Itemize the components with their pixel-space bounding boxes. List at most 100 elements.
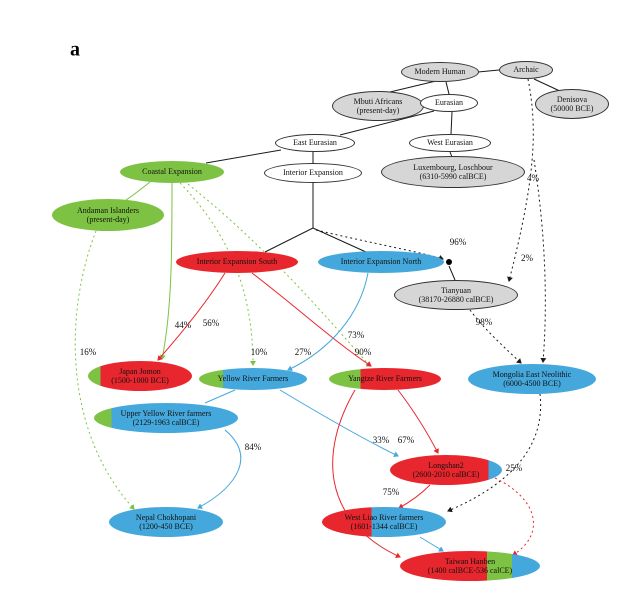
edge-percentage-label: 90% (354, 347, 372, 357)
node-label: (2129-1963 calBCE) (132, 418, 200, 427)
panel-label: a (70, 38, 80, 61)
edge-yangtze-to-hanben (332, 389, 401, 559)
node-label: Japan Jomon (119, 366, 161, 376)
edge-percentage-label: 10% (250, 347, 268, 357)
node-modern-human: Modern Human (401, 62, 479, 82)
edge-coastal-to-yellow-10 (179, 182, 256, 366)
edge-percentage-label: 98% (475, 317, 493, 327)
edge-yangtze-to-longshan-67 (397, 389, 439, 454)
edge-percentage-label: 25% (505, 463, 523, 473)
node-longshan2: Longshan2(2600-2010 calBCE) (390, 455, 502, 485)
admixture-dot (446, 259, 452, 265)
node-label: Interior Expansion (283, 168, 343, 178)
edge-longshan-to-westliao-75 (398, 484, 431, 509)
node-label: Eurasian (435, 98, 463, 108)
edge-north-to-yellow-90 (287, 272, 369, 371)
node-label: (50000 BCE) (550, 104, 594, 113)
edge-percentage-label: 67% (397, 435, 415, 445)
node-label: Upper Yellow River farmers (120, 408, 212, 418)
edge-westliao-to-hanben (419, 536, 444, 552)
edge-group (74, 69, 563, 559)
edge-eurasian-to-east-eurasian (339, 110, 435, 136)
edge-percentage-label: 44% (174, 320, 192, 330)
edge-percentage-label: 96% (449, 237, 467, 247)
node-label: (2600-2010 calBCE) (412, 470, 480, 479)
node-label: Longshan2 (428, 460, 464, 470)
node-yangtze-river-farmers: Yangtze River Farmers (329, 368, 441, 390)
node-label: Archaic (513, 65, 539, 75)
edge-eurasian-to-west-eurasian (450, 111, 453, 135)
node-label: Denisova (556, 94, 588, 104)
edge-percentage-label: 4% (527, 173, 539, 183)
node-label: (1601-1344 calBCE) (350, 522, 418, 531)
edge-coastal-to-jomon-44 (159, 182, 173, 360)
node-label: Yellow River Farmers (217, 374, 289, 384)
node-label: Mbuti Africans (353, 96, 403, 106)
edge-percentage-label: 84% (244, 442, 262, 452)
edge-modern-human-to-eurasian (445, 81, 450, 95)
edge-east-eurasian-to-coastal (205, 149, 282, 164)
node-mongolia-east-neolithic: Mongolia East Neolithic(6000-4500 BCE) (468, 364, 596, 394)
edge-dot-to-tianyuan (448, 265, 456, 281)
edge-interior-to-south (264, 227, 314, 253)
edge-yellow-to-longshan-33 (279, 389, 399, 457)
node-eurasian: Eurasian (420, 94, 478, 112)
node-mbuti-africans: Mbuti Africans(present-day) (332, 91, 424, 121)
edge-percentage-label: 75% (382, 487, 400, 497)
node-upper-yellow-river-farmers: Upper Yellow River farmers(2129-1963 cal… (94, 403, 238, 433)
node-japan-jomon: Japan Jomon(1500-1000 BCE) (88, 361, 192, 391)
node-interior-expansion-north: Interior Expansion North (318, 251, 444, 273)
edge-south-to-jomon-56 (157, 272, 226, 361)
edge-coastal-to-nepal-16 (74, 230, 135, 510)
node-luxembourg-loschbour: Luxembourg, Loschbour(6310-5990 calBCE) (381, 156, 525, 188)
node-archaic: Archaic (499, 61, 553, 79)
edge-percentage-label: 56% (202, 318, 220, 328)
node-east-eurasian: East Eurasian (275, 134, 355, 152)
node-label: Luxembourg, Loschbour (413, 162, 493, 172)
edge-upper-yellow-to-nepal-84 (197, 429, 242, 509)
node-taiwan-hanben: Taiwan Hanben(1400 calBCE-536 calCE) (400, 551, 540, 581)
edge-longshan-to-hanben (494, 477, 535, 556)
edge-modern-human-to-archaic (477, 69, 500, 73)
node-label: Coastal Expansion (142, 167, 202, 177)
edge-south-to-yangtze-73 (251, 272, 372, 367)
node-nepal-chokhopani: Nepal Chokhopani(1200-450 BCE) (109, 507, 223, 537)
edge-percentage-label: 16% (79, 347, 97, 357)
edge-modern-human-to-mbuti (389, 80, 437, 93)
edge-archaic-admix-2-to-mongolia (533, 159, 547, 363)
edge-coastal-to-yangtze-27 (183, 180, 371, 367)
edge-coastal-to-andaman (125, 181, 151, 201)
node-interior-expansion: Interior Expansion (264, 163, 362, 183)
node-interior-expansion-south: Interior Expansion South (176, 251, 298, 273)
node-label: (1500-1000 BCE) (111, 376, 169, 385)
node-label: Andaman Islanders (77, 205, 139, 215)
node-label: (6000-4500 BCE) (503, 379, 561, 388)
edge-percentage-label: 2% (521, 253, 533, 263)
edge-percentage-label: 33% (372, 435, 390, 445)
node-label: West Eurasian (427, 138, 473, 148)
node-label: (present-day) (86, 215, 130, 224)
node-label: Yangtze River Farmers (348, 374, 422, 384)
node-label: Nepal Chokhopani (135, 512, 197, 522)
node-label: (38170-26880 calBCE) (418, 295, 494, 304)
node-label: (1400 calBCE-536 calCE) (427, 566, 513, 575)
node-west-liao-river-farmers: West Liao River farmers(1601-1344 calBCE… (322, 507, 446, 537)
edge-percentage-label: 73% (347, 330, 365, 340)
edge-interior-to-north (312, 227, 367, 253)
node-label: (6310-5990 calBCE) (419, 172, 487, 181)
node-label: (present-day) (356, 106, 400, 115)
node-label: West Liao River farmers (344, 512, 424, 522)
node-andaman-islanders: Andaman Islanders(present-day) (52, 199, 164, 231)
node-label: East Eurasian (293, 138, 337, 148)
node-label: Interior Expansion North (340, 257, 422, 267)
node-yellow-river-farmers: Yellow River Farmers (199, 368, 307, 390)
node-label: Interior Expansion South (196, 257, 278, 267)
node-label: Modern Human (414, 67, 466, 77)
edge-mongolia-to-westliao-25 (447, 393, 542, 513)
edge-percentage-label: 27% (294, 347, 312, 357)
node-denisova: Denisova(50000 BCE) (535, 89, 609, 119)
node-label: Mongolia East Neolithic (492, 369, 572, 379)
node-label: Tianyuan (441, 285, 471, 295)
